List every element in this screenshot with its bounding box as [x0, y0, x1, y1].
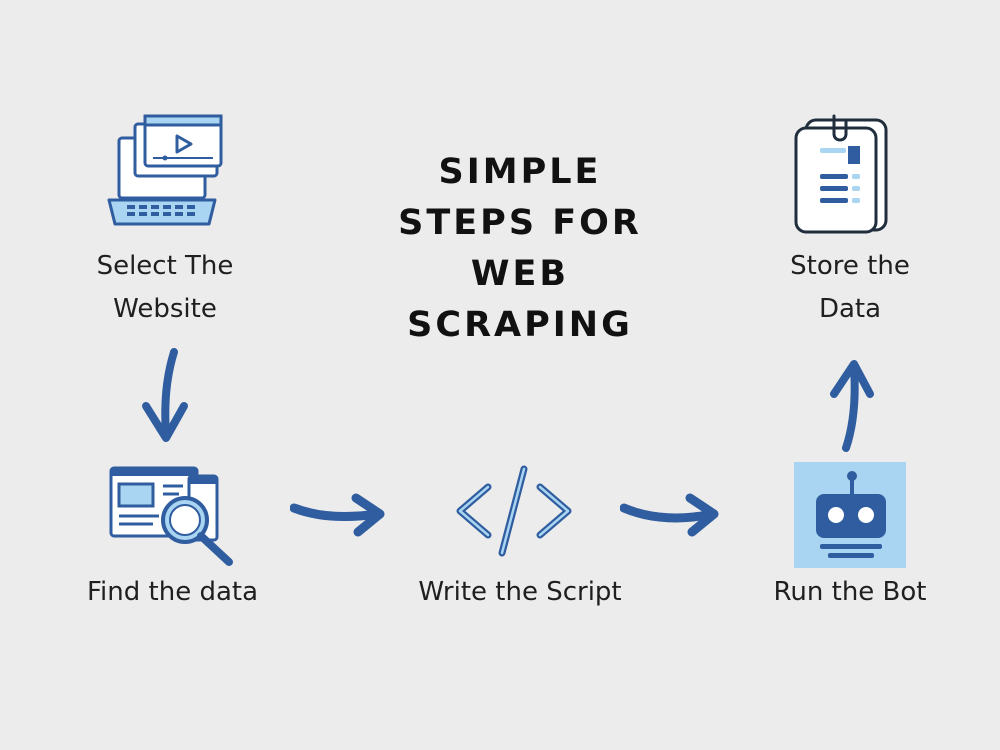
- arrow-up-icon: [824, 358, 878, 454]
- step-label-store-data: Store the Data: [740, 245, 960, 331]
- step-label-run-bot: Run the Bot: [735, 571, 965, 614]
- step-label-line: Run the Bot: [773, 577, 927, 607]
- code-icon: [452, 465, 576, 557]
- arrow-right-icon: [620, 492, 724, 538]
- step-label-line: Find the data: [86, 577, 259, 607]
- magnifier-document-icon: [105, 462, 240, 570]
- step-label-line: Data: [818, 294, 882, 324]
- arrow-right-icon: [290, 492, 390, 538]
- title-line-1: SIMPLE: [438, 152, 602, 192]
- diagram-title: SIMPLE STEPS FOR WEB SCRAPING: [370, 147, 670, 351]
- clipboard-data-icon: [790, 112, 896, 236]
- arrow-down-icon: [138, 348, 192, 444]
- step-label-line: Store the: [790, 251, 910, 281]
- title-line-4: SCRAPING: [407, 305, 633, 345]
- laptop-browser-icon: [105, 112, 225, 230]
- step-label-write-script: Write the Script: [370, 571, 670, 614]
- step-label-line: Website: [113, 294, 217, 324]
- robot-icon: [794, 462, 906, 568]
- step-label-line: Write the Script: [418, 577, 622, 607]
- title-line-2: STEPS FOR: [398, 203, 642, 243]
- title-line-3: WEB: [470, 254, 570, 294]
- step-label-select-website: Select The Website: [55, 245, 275, 331]
- step-label-find-data: Find the data: [40, 571, 305, 614]
- step-label-line: Select The: [96, 251, 234, 281]
